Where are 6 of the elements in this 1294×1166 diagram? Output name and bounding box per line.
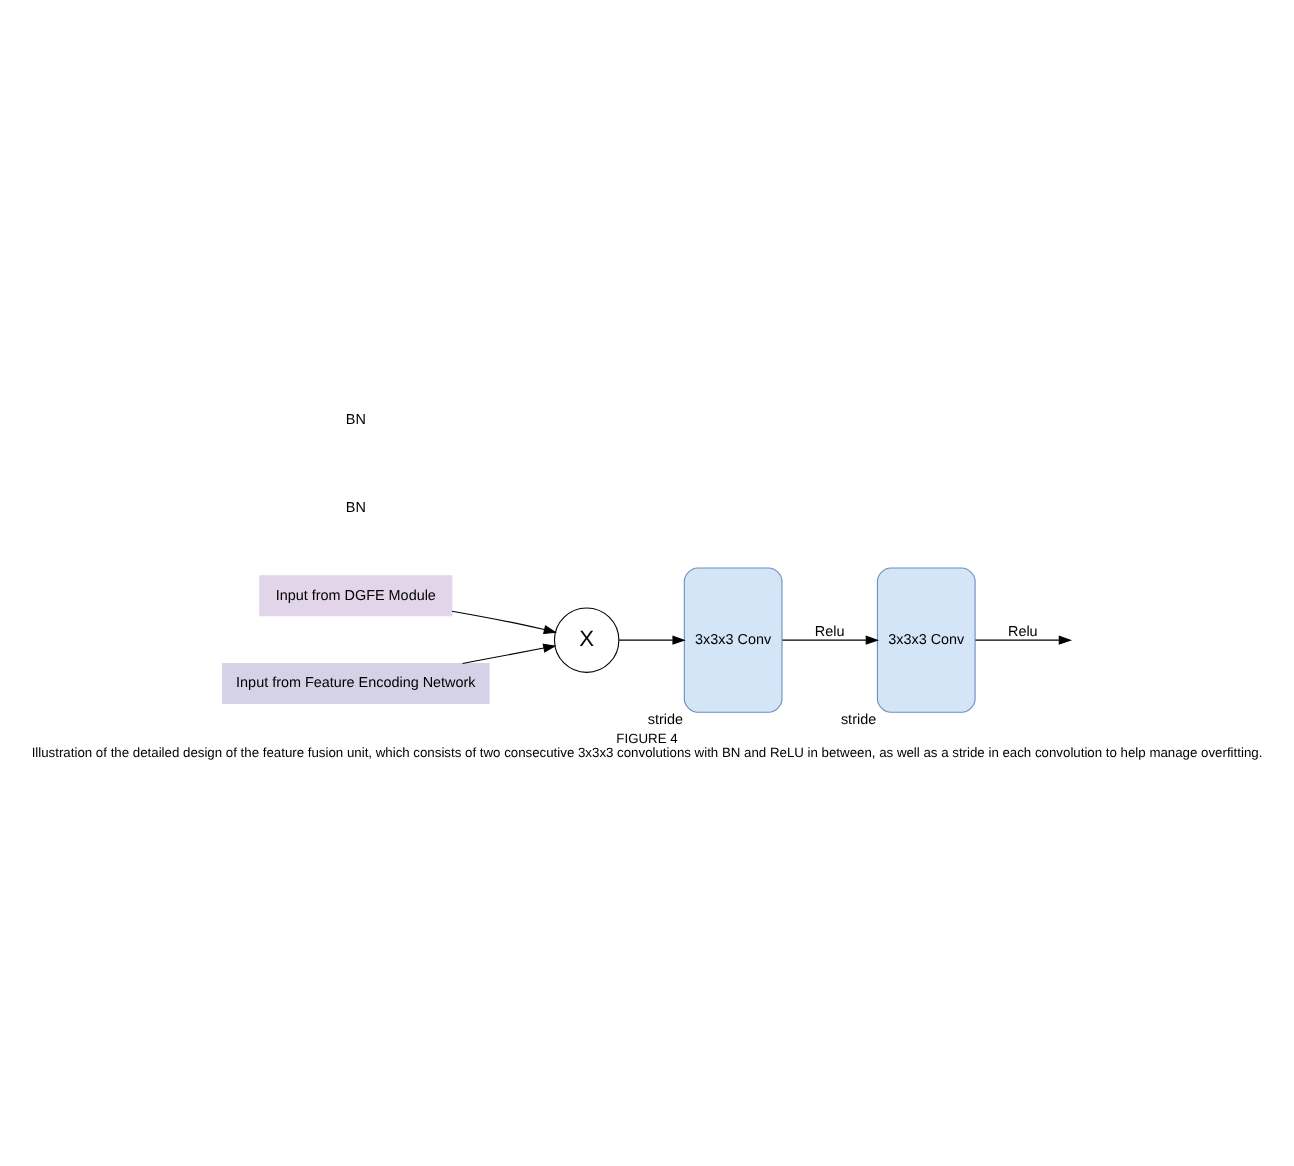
arrow	[451, 610, 558, 635]
arrow	[462, 643, 557, 664]
arrow	[781, 635, 880, 645]
arrow	[974, 635, 1073, 645]
arrow	[618, 635, 686, 645]
node-circle: X	[553, 607, 620, 673]
